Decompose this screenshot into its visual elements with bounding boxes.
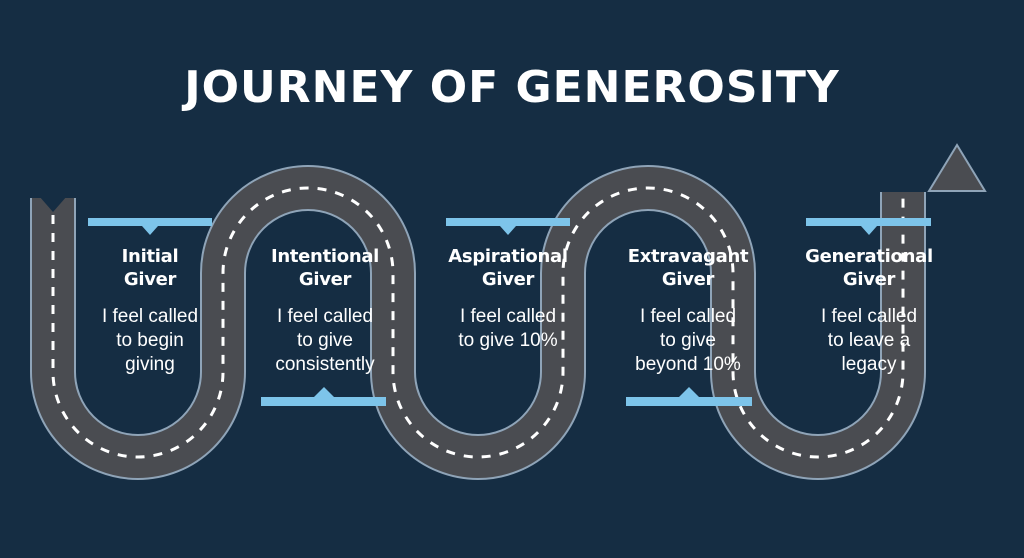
sign-bar-3 bbox=[446, 218, 570, 235]
stage-description: I feel called to begin giving bbox=[70, 305, 230, 377]
stage-desc-line: giving bbox=[125, 354, 175, 375]
stage-name-line: Generational bbox=[805, 246, 933, 267]
stage-desc-line: to begin bbox=[116, 330, 184, 351]
stage-name-line: Aspirational bbox=[448, 246, 568, 267]
road-start-notch bbox=[32, 188, 74, 212]
stage-desc-line: I feel called bbox=[101, 306, 199, 327]
stage-desc-line: I feel called bbox=[459, 306, 557, 327]
stage-desc-line: to give 10% bbox=[458, 330, 558, 351]
stage-name-line: Giver bbox=[298, 269, 352, 290]
stage-description: I feel called to give consistently bbox=[245, 305, 405, 377]
stage-name: Aspirational Giver bbox=[428, 245, 588, 291]
sign-bar-1 bbox=[88, 218, 212, 235]
stage-desc-line: consistently bbox=[275, 354, 375, 375]
stage-extravagant-giver: Extravagant Giver I feel called to give … bbox=[608, 245, 768, 377]
stage-desc-line: legacy bbox=[841, 354, 897, 375]
sign-bar-2 bbox=[261, 387, 386, 406]
stage-name-line: Intentional bbox=[270, 246, 380, 267]
stage-name-line: Extravagant bbox=[627, 246, 749, 267]
page-title: JOURNEY OF GENEROSITY bbox=[184, 62, 840, 113]
lane-marking bbox=[51, 186, 905, 459]
stage-name: Initial Giver bbox=[70, 245, 230, 291]
stage-name: Intentional Giver bbox=[245, 245, 405, 291]
sign-bar-5 bbox=[806, 218, 931, 235]
stage-desc-line: I feel called bbox=[276, 306, 374, 327]
stage-name: Extravagant Giver bbox=[608, 245, 768, 291]
stage-name-line: Giver bbox=[481, 269, 535, 290]
stage-name: Generational Giver bbox=[789, 245, 949, 291]
road-arrow-head bbox=[927, 143, 987, 192]
stage-intentional-giver: Intentional Giver I feel called to give … bbox=[245, 245, 405, 377]
stage-name-line: Initial bbox=[121, 246, 179, 267]
stage-aspirational-giver: Aspirational Giver I feel called to give… bbox=[428, 245, 588, 353]
stage-desc-line: beyond 10% bbox=[635, 354, 741, 375]
stage-desc-line: to give bbox=[297, 330, 353, 351]
stage-desc-line: I feel called bbox=[639, 306, 737, 327]
stage-name-line: Giver bbox=[123, 269, 177, 290]
stage-name-line: Giver bbox=[661, 269, 715, 290]
sign-bar-4 bbox=[626, 387, 752, 406]
stage-description: I feel called to give 10% bbox=[428, 305, 588, 353]
stage-desc-line: I feel called bbox=[820, 306, 918, 327]
stage-initial-giver: Initial Giver I feel called to begin giv… bbox=[70, 245, 230, 377]
stage-description: I feel called to give beyond 10% bbox=[608, 305, 768, 377]
stage-desc-line: to leave a bbox=[827, 330, 911, 351]
stage-desc-line: to give bbox=[660, 330, 716, 351]
stage-description: I feel called to leave a legacy bbox=[789, 305, 949, 377]
stage-generational-giver: Generational Giver I feel called to leav… bbox=[789, 245, 949, 377]
stage-name-line: Giver bbox=[842, 269, 896, 290]
